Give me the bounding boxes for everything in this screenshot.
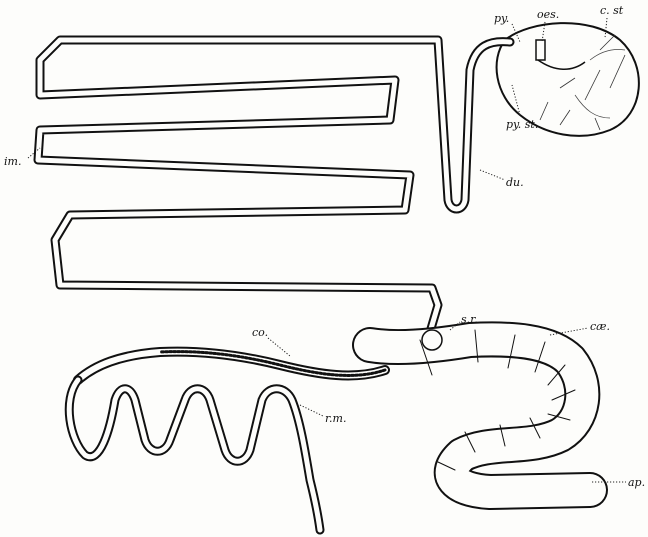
label-sr: s.r. [461,313,478,326]
sacculus-rotundus [422,330,442,350]
oesophagus-stub [536,40,545,60]
rectum [69,380,320,530]
label-im: im. [4,155,21,168]
label-oes: oes. [537,8,559,21]
label-c-st: c. st [600,4,624,17]
labels: py. oes. c. st py. st. du. im. s.r. cæ. … [4,4,645,489]
colon [78,352,385,380]
caecum [370,330,590,492]
label-cae: cæ. [590,320,610,333]
label-py: py. [494,12,509,25]
label-rm: r.m. [325,412,346,425]
small-intestine [38,40,510,332]
label-du: du. [506,176,524,189]
label-co: co. [252,326,268,339]
label-ap: ap. [628,476,645,489]
label-py-st: py. st. [506,118,538,131]
